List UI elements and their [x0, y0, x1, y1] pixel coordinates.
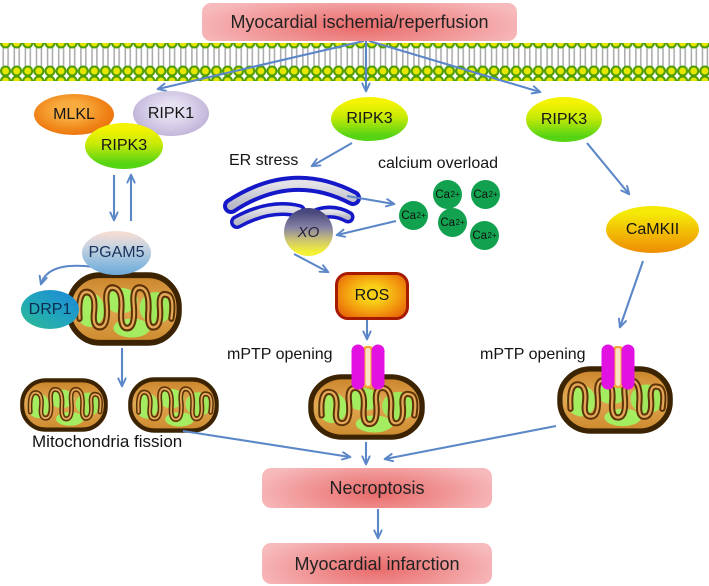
pathway-arrows [41, 39, 644, 538]
plasma-membrane-bilayer [0, 43, 709, 81]
mitochondrion-fission-left [22, 380, 106, 429]
calcium-label: Ca [435, 188, 451, 201]
arrow-title-to-ripk1 [158, 39, 365, 89]
arrow-ripk3-to-camkii [586, 142, 629, 194]
mitochondrion-fission-right [130, 379, 216, 430]
arrow-calcium-to-xo [337, 219, 397, 235]
mptp-opening-label-right: mPTP opening [480, 346, 586, 363]
arrow-pgam5-to-drp1 [41, 264, 95, 284]
arrow-mito-right-to-necroptosis [385, 424, 557, 459]
arrow-er-to-calcium [346, 194, 394, 204]
title-text: Myocardial ischemia/reperfusion [230, 12, 489, 32]
node-mlkl: MLKL [34, 94, 114, 135]
node-ros: ROS [335, 272, 409, 320]
necroptosis-box: Necroptosis [262, 468, 492, 508]
arrow-title-to-ripk3-right [368, 39, 540, 92]
mptp-channel-middle [351, 344, 385, 390]
mptp-opening-label-middle: mPTP opening [227, 346, 333, 363]
ripk3-right-label: RIPK3 [540, 110, 588, 128]
mitochondria-fission-label: Mitochondria fission [32, 432, 183, 451]
drp1-label: DRP1 [28, 300, 72, 318]
camkii-label: CaMKII [625, 220, 680, 238]
calcium-overload-label: calcium overload [378, 155, 499, 172]
calcium-label: Ca [472, 229, 488, 242]
necroptosis-text: Necroptosis [329, 478, 425, 498]
arrow-fission-to-necroptosis [182, 429, 350, 457]
node-drp1: DRP1 [21, 290, 79, 329]
node-pgam5: PGAM5 [82, 231, 151, 275]
xo-label: XO [297, 223, 320, 241]
node-xo: XO [284, 208, 333, 256]
arrow-xo-to-ros [293, 253, 328, 272]
mlkl-label: MLKL [53, 105, 95, 123]
pgam5-label: PGAM5 [88, 244, 145, 261]
ripk3-left-label: RIPK3 [100, 137, 148, 154]
node-ripk3-right: RIPK3 [526, 97, 602, 142]
myocardial-infarction-box: Myocardial infarction [262, 543, 492, 584]
calcium-label: Ca [440, 216, 456, 229]
calcium-label: Ca [401, 209, 417, 222]
mitochondrion-left [69, 275, 179, 343]
ripk1-label: RIPK1 [147, 104, 195, 122]
er-organelle [223, 175, 361, 229]
arrow-camkii-to-mptp [620, 260, 644, 327]
ripk3-middle-label: RIPK3 [346, 110, 393, 127]
ros-label: ROS [354, 287, 390, 304]
mptp-channel-right [601, 344, 635, 390]
calcium-label: Ca [473, 188, 489, 201]
node-camkii: CaMKII [606, 206, 699, 253]
node-ripk3-middle: RIPK3 [331, 97, 408, 141]
myocardial-infarction-text: Myocardial infarction [294, 553, 460, 574]
er-stress-label: ER stress [229, 152, 299, 169]
arrow-ripk3-to-er [312, 142, 353, 166]
title-box: Myocardial ischemia/reperfusion [202, 3, 517, 41]
node-ripk3-left: RIPK3 [85, 123, 163, 169]
